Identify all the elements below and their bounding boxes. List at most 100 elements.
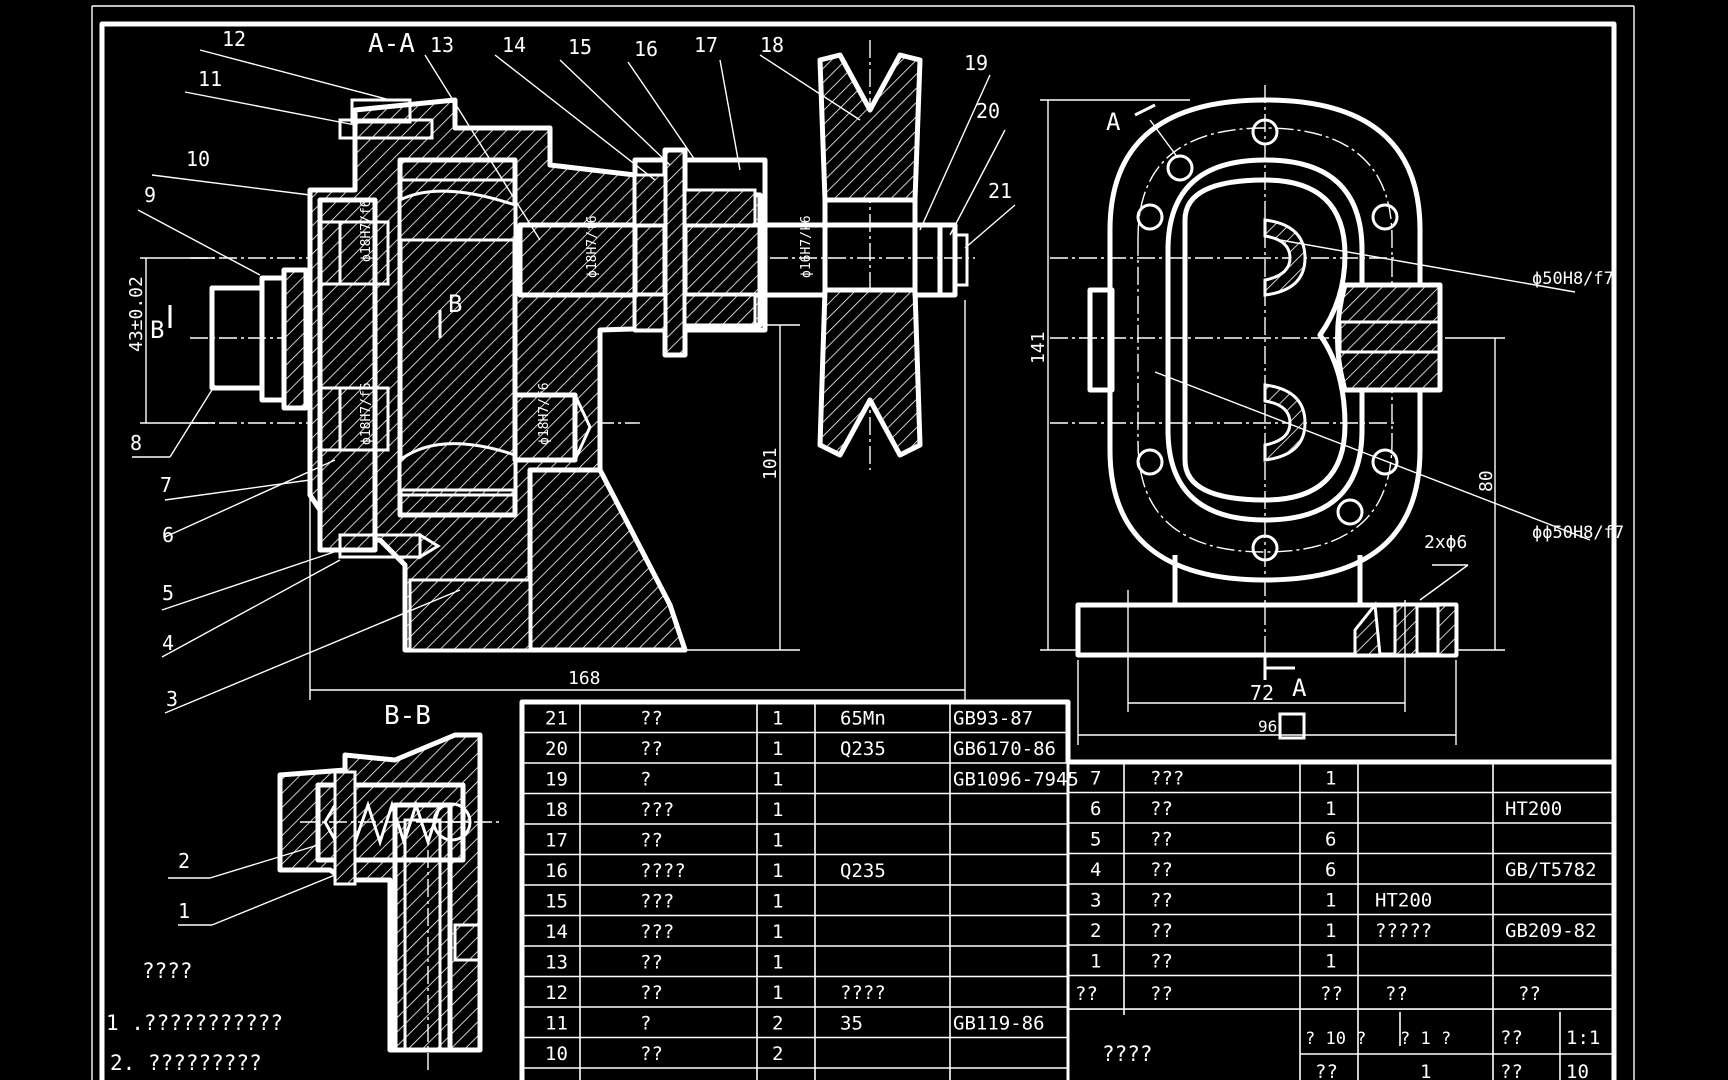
bom-cell-name: ??? — [640, 799, 674, 821]
bom-cell-right-no: 1 — [1090, 951, 1101, 973]
bom-cell-qty: 2 — [772, 1013, 783, 1035]
bom-cell-std: GB93-87 — [953, 708, 1033, 730]
bom-cell-std: GB119-86 — [953, 1013, 1045, 1035]
bom-cell-mat: 35 — [840, 1013, 863, 1035]
section-mark-b-right: B — [448, 290, 462, 318]
dimension-phi50-upper: ϕ50H8/f7 — [1532, 269, 1614, 289]
balloon-17: 17 — [694, 33, 718, 57]
bom-cell-name: ??? — [640, 891, 674, 913]
balloon-16: 16 — [634, 37, 658, 61]
bom-cell-right-qty: 1 — [1325, 951, 1336, 973]
balloon-13: 13 — [430, 33, 454, 57]
balloon-19: 19 — [964, 51, 988, 75]
bom-cell-qty: 2 — [772, 1043, 783, 1065]
fit-annotation-5: ϕ18H7/f6 — [537, 382, 552, 445]
fit-annotation-1: ϕ18H7/f6 — [359, 199, 374, 262]
dimension-72: 72 — [1250, 681, 1274, 705]
dimension-phi50-lower: ϕϕ50H8/f7 — [1532, 523, 1624, 543]
bom-cell-right-name: ?? — [1150, 859, 1173, 881]
fit-annotation-4: ϕ18H7/f6 — [359, 382, 374, 445]
bom-cell-mat: Q235 — [840, 860, 886, 882]
balloon-18: 18 — [760, 33, 784, 57]
bom-cell-qty: 1 — [772, 982, 783, 1004]
bom-cell-name: ?? — [640, 952, 663, 974]
balloon-5: 5 — [162, 581, 174, 605]
dimension-43: 43±0.02 — [126, 276, 147, 352]
bom-cell-right-std: GB/T5782 — [1505, 859, 1597, 881]
bom-cell-qty: 1 — [772, 799, 783, 821]
bom-cell-no: 14 — [545, 921, 568, 943]
bom-cell-right-mat: HT200 — [1375, 890, 1432, 912]
title-block-header: ?? — [1075, 983, 1098, 1005]
bom-cell-qty: 1 — [772, 769, 783, 791]
bom-cell-no: 12 — [545, 982, 568, 1004]
view-label-aa: A-A — [368, 29, 415, 59]
section-mark-b-left: B — [150, 316, 164, 344]
section-mark-a-bottom: A — [1292, 674, 1307, 702]
bom-cell-no: 15 — [545, 891, 568, 913]
balloon-7: 7 — [160, 473, 172, 497]
bom-cell-name: ? — [640, 1013, 651, 1035]
bom-cell-name: ?? — [640, 982, 663, 1004]
balloon-4: 4 — [162, 631, 174, 655]
leader-lines-main — [132, 49, 1016, 714]
bom-cell-name: ?? — [640, 1043, 663, 1065]
balloon-6: 6 — [162, 523, 174, 547]
bom-cell-right-no: 6 — [1090, 798, 1101, 820]
title-block-cell: ? 10 ? — [1305, 1029, 1366, 1049]
bom-cell-right-no: 3 — [1090, 890, 1101, 912]
title-block-header: ?? — [1150, 983, 1173, 1005]
bom-cell-right-qty: 1 — [1325, 890, 1336, 912]
balloon-8: 8 — [130, 431, 142, 455]
title-block-cell: 1:1 — [1566, 1027, 1600, 1049]
dimension-168: 168 — [568, 668, 601, 689]
bom-cell-name: ? — [640, 769, 651, 791]
bom-cell-right-qty: 1 — [1325, 798, 1336, 820]
bom-cell-right-std: GB209-82 — [1505, 920, 1597, 942]
title-block-cell: ? 1 ? — [1400, 1029, 1451, 1049]
bom-cell-right-name: ?? — [1150, 951, 1173, 973]
bom-cell-name: ??? — [640, 921, 674, 943]
dimension-96: 96 — [1258, 717, 1277, 736]
bom-cell-right-no: 7 — [1090, 768, 1101, 790]
balloon-12: 12 — [222, 27, 246, 51]
bom-cell-qty: 1 — [772, 891, 783, 913]
title-block-cell: ?? — [1500, 1027, 1523, 1049]
dimension-141: 141 — [1028, 331, 1049, 364]
bom-cell-right-name: ?? — [1150, 920, 1173, 942]
bom-cell-right-no: 5 — [1090, 829, 1101, 851]
bom-cell-std: GB6170-86 — [953, 738, 1056, 760]
title-block-drawing-name: ???? — [1102, 1042, 1153, 1066]
bom-cell-mat: 65Mn — [840, 708, 886, 730]
bom-cell-mat: Q235 — [840, 738, 886, 760]
balloon-15: 15 — [568, 35, 592, 59]
bom-cell-right-std: HT200 — [1505, 798, 1562, 820]
bom-cell-right-name: ?? — [1150, 829, 1173, 851]
bom-cell-no: 17 — [545, 830, 568, 852]
bom-cell-name: ?? — [640, 830, 663, 852]
title-block-header: ?? — [1385, 983, 1408, 1005]
dimension-lines-side — [1040, 99, 1591, 745]
bom-cell-qty: 1 — [772, 708, 783, 730]
balloon-2: 2 — [178, 849, 190, 873]
fit-annotation-3: ϕ16H7/k6 — [799, 215, 814, 278]
bom-cell-no: 13 — [545, 952, 568, 974]
title-block-header: ?? — [1518, 983, 1541, 1005]
bom-cell-right-name: ?? — [1150, 890, 1173, 912]
balloon-20: 20 — [976, 99, 1000, 123]
bom-table-grid — [519, 699, 1612, 1080]
bom-cell-no: 16 — [545, 860, 568, 882]
title-block-cell: ?? — [1500, 1061, 1523, 1080]
section-mark-a-top: A — [1106, 108, 1121, 136]
bom-cell-right-qty: 1 — [1325, 768, 1336, 790]
title-block-cell: ?? — [1315, 1061, 1338, 1080]
title-block-header: ?? — [1320, 983, 1343, 1005]
bom-cell-qty: 1 — [772, 830, 783, 852]
bom-cell-no: 11 — [545, 1013, 568, 1035]
drawing-frame — [91, 5, 1635, 1080]
bom-cell-right-mat: ????? — [1375, 920, 1432, 942]
note-1: 1 .??????????? — [106, 1011, 283, 1035]
balloon-10: 10 — [186, 147, 210, 171]
bom-cell-qty: 1 — [772, 952, 783, 974]
